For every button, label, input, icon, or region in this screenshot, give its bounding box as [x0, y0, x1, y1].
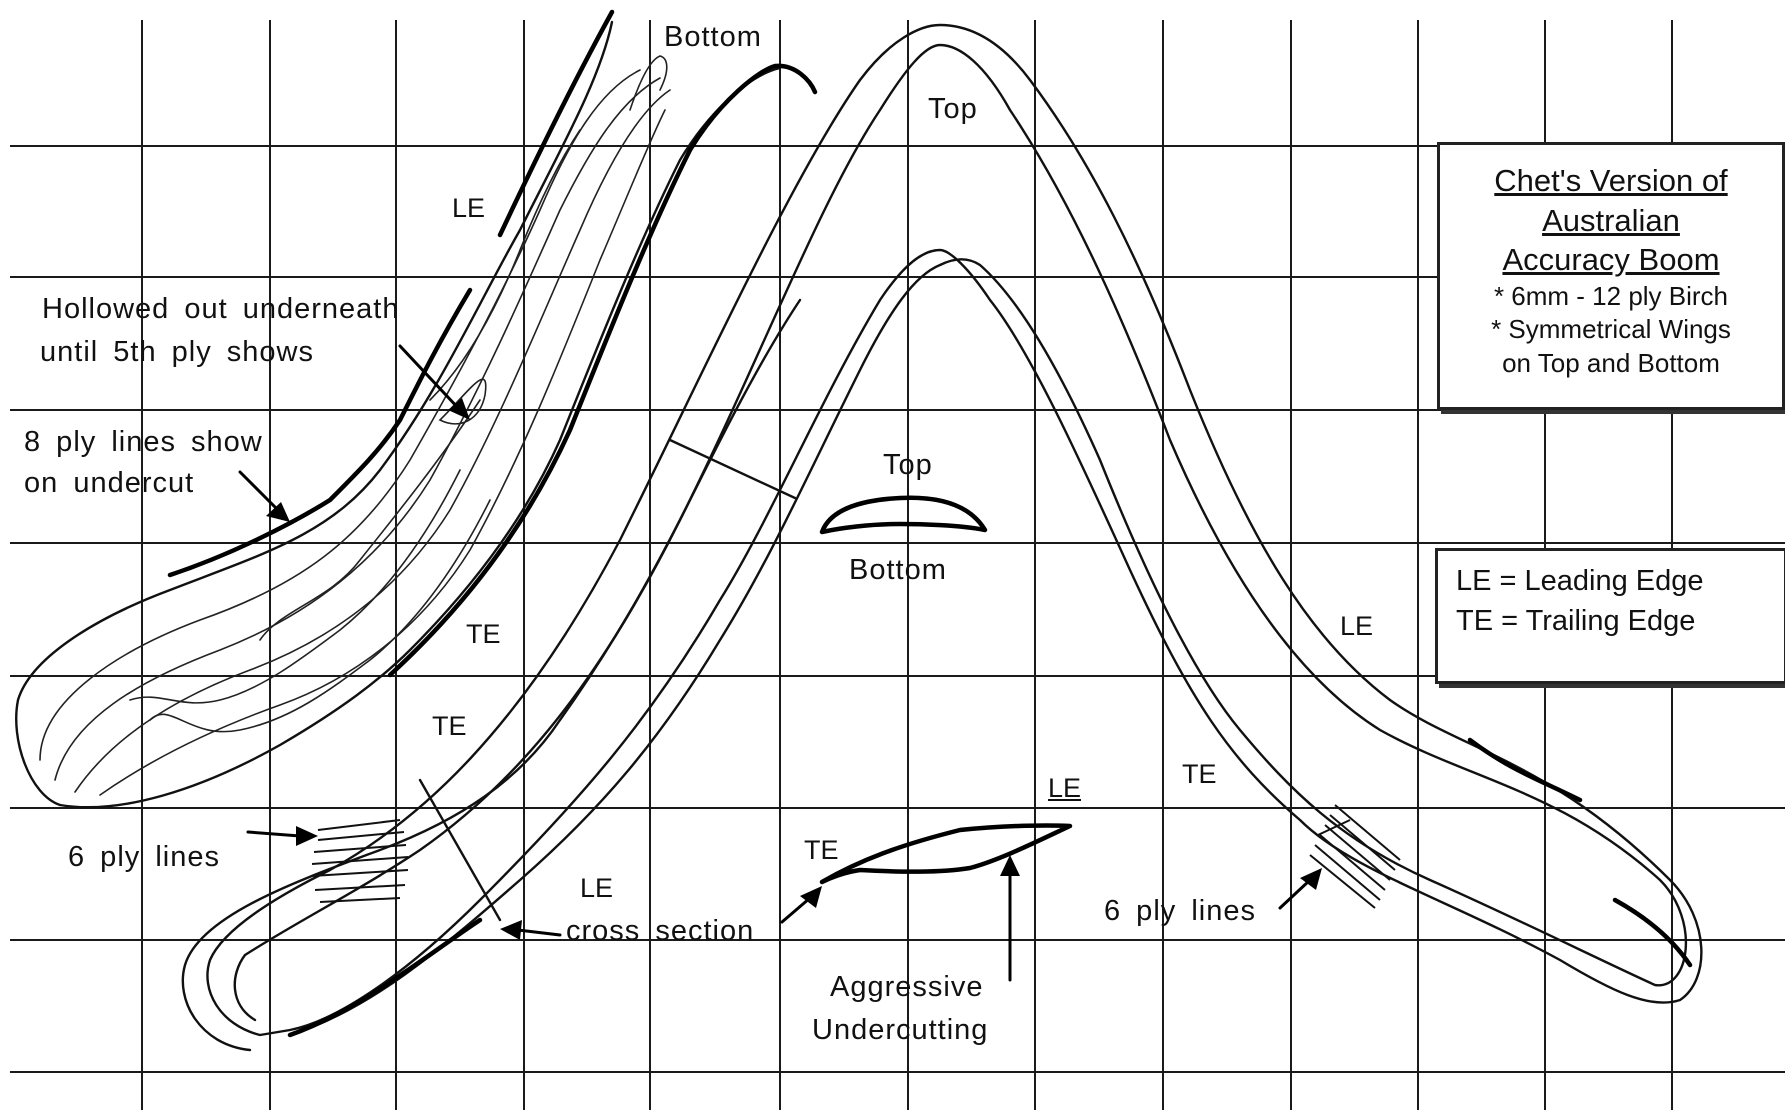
label-section-bottom: Bottom [849, 554, 947, 586]
grid [10, 20, 1785, 1110]
label-eight-ply-2: on undercut [24, 467, 195, 499]
label-six-ply-left: 6 ply lines [68, 841, 220, 873]
label-le-right: LE [1340, 611, 1374, 641]
label-le-left-upper: LE [452, 193, 486, 223]
annotation-arrows [238, 344, 1322, 982]
label-eight-ply-1: 8 ply lines show [24, 426, 263, 458]
legend-te: TE = Trailing Edge [1456, 605, 1696, 638]
title-line-3: Accuracy Boom [1502, 242, 1720, 278]
label-cross-section: cross section [566, 915, 755, 947]
label-aggressive-2: Undercutting [812, 1014, 989, 1046]
title-line-2: Australian [1542, 202, 1680, 238]
label-six-ply-right: 6 ply lines [1104, 895, 1256, 927]
label-le-foil: LE [1048, 773, 1082, 803]
legend-le: LE = Leading Edge [1456, 565, 1704, 597]
note-line-2: * Symmetrical Wings [1491, 314, 1731, 345]
label-te-lower: TE [432, 711, 467, 741]
title-box: Chet's Version of Australian Accuracy Bo… [1437, 142, 1785, 410]
label-hollowed-1: Hollowed out underneath [42, 293, 400, 325]
label-te-upper: TE [466, 619, 501, 649]
label-section-top: Top [883, 449, 933, 481]
label-hollowed-2: until 5th ply shows [40, 336, 314, 368]
label-le-lower: LE [580, 873, 614, 903]
label-top-big: Top [928, 93, 978, 125]
note-line-3: on Top and Bottom [1502, 347, 1720, 378]
label-aggressive-1: Aggressive [830, 971, 984, 1003]
label-te-foil: TE [804, 835, 839, 865]
title-line-1: Chet's Version of [1494, 163, 1728, 198]
left-tip-outline [181, 298, 802, 1052]
six-ply-hatch-right [1309, 804, 1401, 909]
six-ply-hatch-left [311, 819, 409, 903]
cross-section-shape [819, 495, 988, 535]
airfoil-shape [819, 823, 1073, 885]
note-line-1: * 6mm - 12 ply Birch [1493, 281, 1729, 312]
label-bottom-top: Bottom [664, 21, 762, 53]
label-te-right: TE [1182, 759, 1217, 789]
bottom-view-wing [15, 9, 818, 809]
top-view-boomerang [206, 23, 1703, 1038]
legend-box: LE = Leading Edge TE = Trailing Edge [1435, 548, 1785, 684]
